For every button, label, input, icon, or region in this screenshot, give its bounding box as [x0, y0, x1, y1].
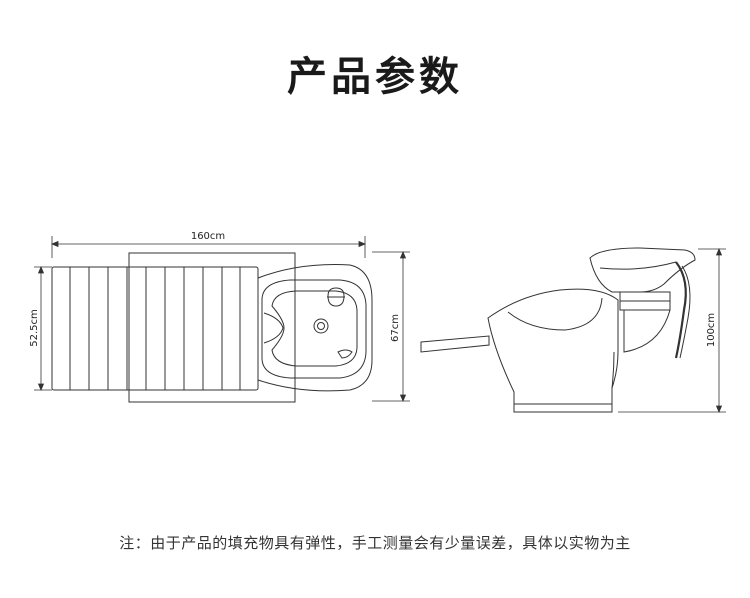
- page-title: 产品参数: [287, 54, 463, 100]
- side-view-hose: [674, 261, 687, 359]
- dimension-side-height: [618, 247, 726, 414]
- hand-shower-icon: [337, 349, 353, 359]
- side-view-leg-rest: [420, 335, 490, 353]
- top-view-basin-outer: [261, 279, 367, 379]
- top-view-basin-inner: [271, 290, 358, 367]
- side-view-body: [487, 288, 619, 413]
- side-view-seat: [507, 297, 603, 331]
- top-view-base-frame: [128, 252, 296, 403]
- dimension-right-height-label: 67cm: [390, 314, 401, 342]
- cushion-seams: [69, 267, 241, 390]
- dimension-right-height: [372, 250, 410, 403]
- side-view: [420, 247, 696, 413]
- top-view-neck-rest: [263, 312, 284, 344]
- drain-icon: [313, 318, 329, 334]
- top-view-cushion: [51, 266, 259, 391]
- faucet-icon: [327, 287, 345, 307]
- dimension-left-height-label: 52.5cm: [29, 309, 40, 347]
- dimension-top-width-label: 160cm: [191, 231, 225, 242]
- measurement-note: 注：由于产品的填充物具有弹性，手工测量会有少量误差，具体以实物为主: [119, 534, 631, 552]
- side-view-basin: [589, 247, 696, 293]
- dimension-left-height: [34, 265, 52, 392]
- dimension-top-width: [50, 236, 367, 258]
- top-view: [51, 252, 373, 403]
- top-view-bowl-housing: [257, 264, 373, 392]
- dimension-side-height-label: 100cm: [706, 313, 717, 347]
